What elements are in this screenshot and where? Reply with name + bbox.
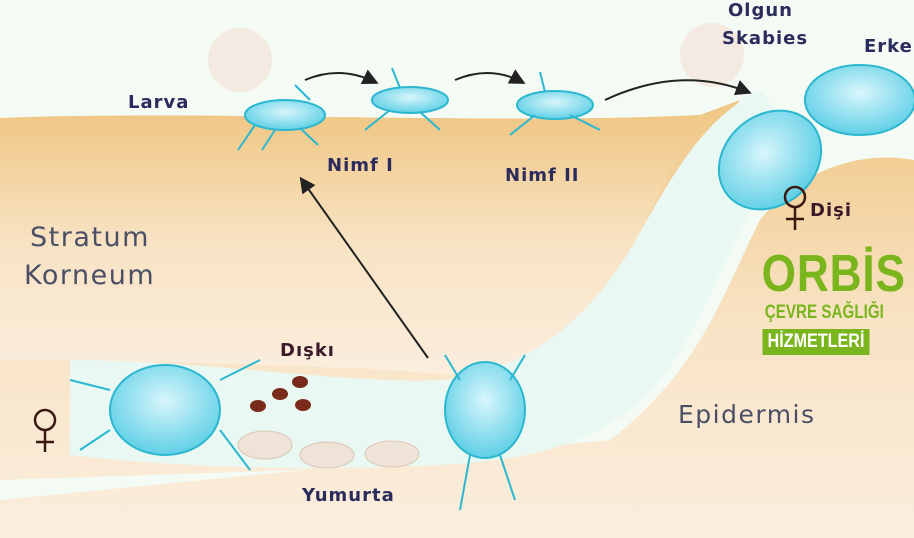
label-larva: Larva <box>128 92 190 113</box>
arrow-nimf1-nimf2 <box>454 69 526 84</box>
label-erkek: Erke <box>864 36 913 57</box>
egg <box>237 430 293 460</box>
logo-name: ORBİS <box>761 245 906 303</box>
arrow-nimf2-adult <box>604 79 752 101</box>
arrow-larva-nimf1 <box>304 69 379 84</box>
egg <box>364 440 420 468</box>
label-skabies: Skabies <box>722 28 809 49</box>
label-nimf1: Nimf I <box>327 155 394 176</box>
label-nimf2: Nimf II <box>505 165 580 186</box>
female-mite-adult <box>717 109 823 211</box>
female-symbol-icon <box>33 408 57 452</box>
label-korneum: Korneum <box>24 260 156 291</box>
nimf1-mite <box>371 86 449 114</box>
label-olgun: Olgun <box>728 0 793 21</box>
nimf2-mite <box>516 90 594 120</box>
label-epidermis: Epidermis <box>678 400 816 429</box>
egg <box>299 441 355 469</box>
label-diski: Dışkı <box>280 340 335 361</box>
label-stratum: Stratum <box>30 222 150 253</box>
logo-subtitle: ÇEVRE SAĞLIĞI <box>764 302 884 323</box>
female-symbol-icon <box>783 185 807 230</box>
arrow-egg-larva <box>299 176 429 359</box>
female-mite-burrow <box>109 364 221 456</box>
label-disi: Dişi <box>810 200 852 221</box>
feces-pellets <box>250 376 311 412</box>
larva-mite <box>244 99 326 131</box>
label-yumurta: Yumurta <box>302 485 395 506</box>
male-mite-adult <box>804 64 914 136</box>
orbis-logo: ORBİS ÇEVRE SAĞLIĞI HİZMETLERİ <box>752 245 906 355</box>
mite-in-burrow <box>444 361 526 459</box>
burrow-tunnel <box>70 90 800 468</box>
logo-badge: HİZMETLERİ <box>762 329 870 355</box>
